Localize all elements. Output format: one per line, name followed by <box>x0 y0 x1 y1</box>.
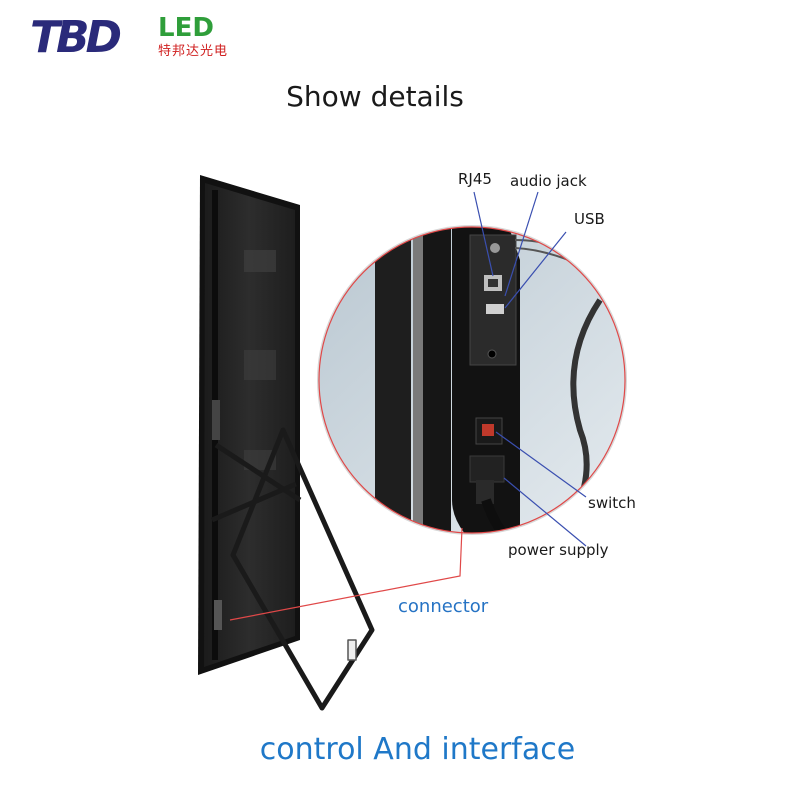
logo-led-text: LED <box>158 13 214 43</box>
label-connector: connector <box>398 596 489 617</box>
footer-title: control And interface <box>259 732 576 767</box>
logo-chinese-name: 特邦达光电 <box>158 44 229 59</box>
label-switch: switch <box>588 494 636 512</box>
page-title: Show details <box>286 80 464 113</box>
connector-leader-line <box>229 527 463 621</box>
label-usb: USB <box>574 210 605 228</box>
label-rj45: RJ45 <box>458 170 492 188</box>
leader-lines <box>473 191 587 547</box>
detail-magnifier <box>317 225 627 535</box>
led-poster-panel <box>198 175 300 675</box>
label-audio-jack: audio jack <box>510 172 587 190</box>
logo-mark: TBD <box>30 12 122 63</box>
brand-logo: TBD LED 特邦达光电 <box>30 14 230 62</box>
stand-frame <box>211 427 375 711</box>
label-power-supply: power supply <box>508 541 609 559</box>
